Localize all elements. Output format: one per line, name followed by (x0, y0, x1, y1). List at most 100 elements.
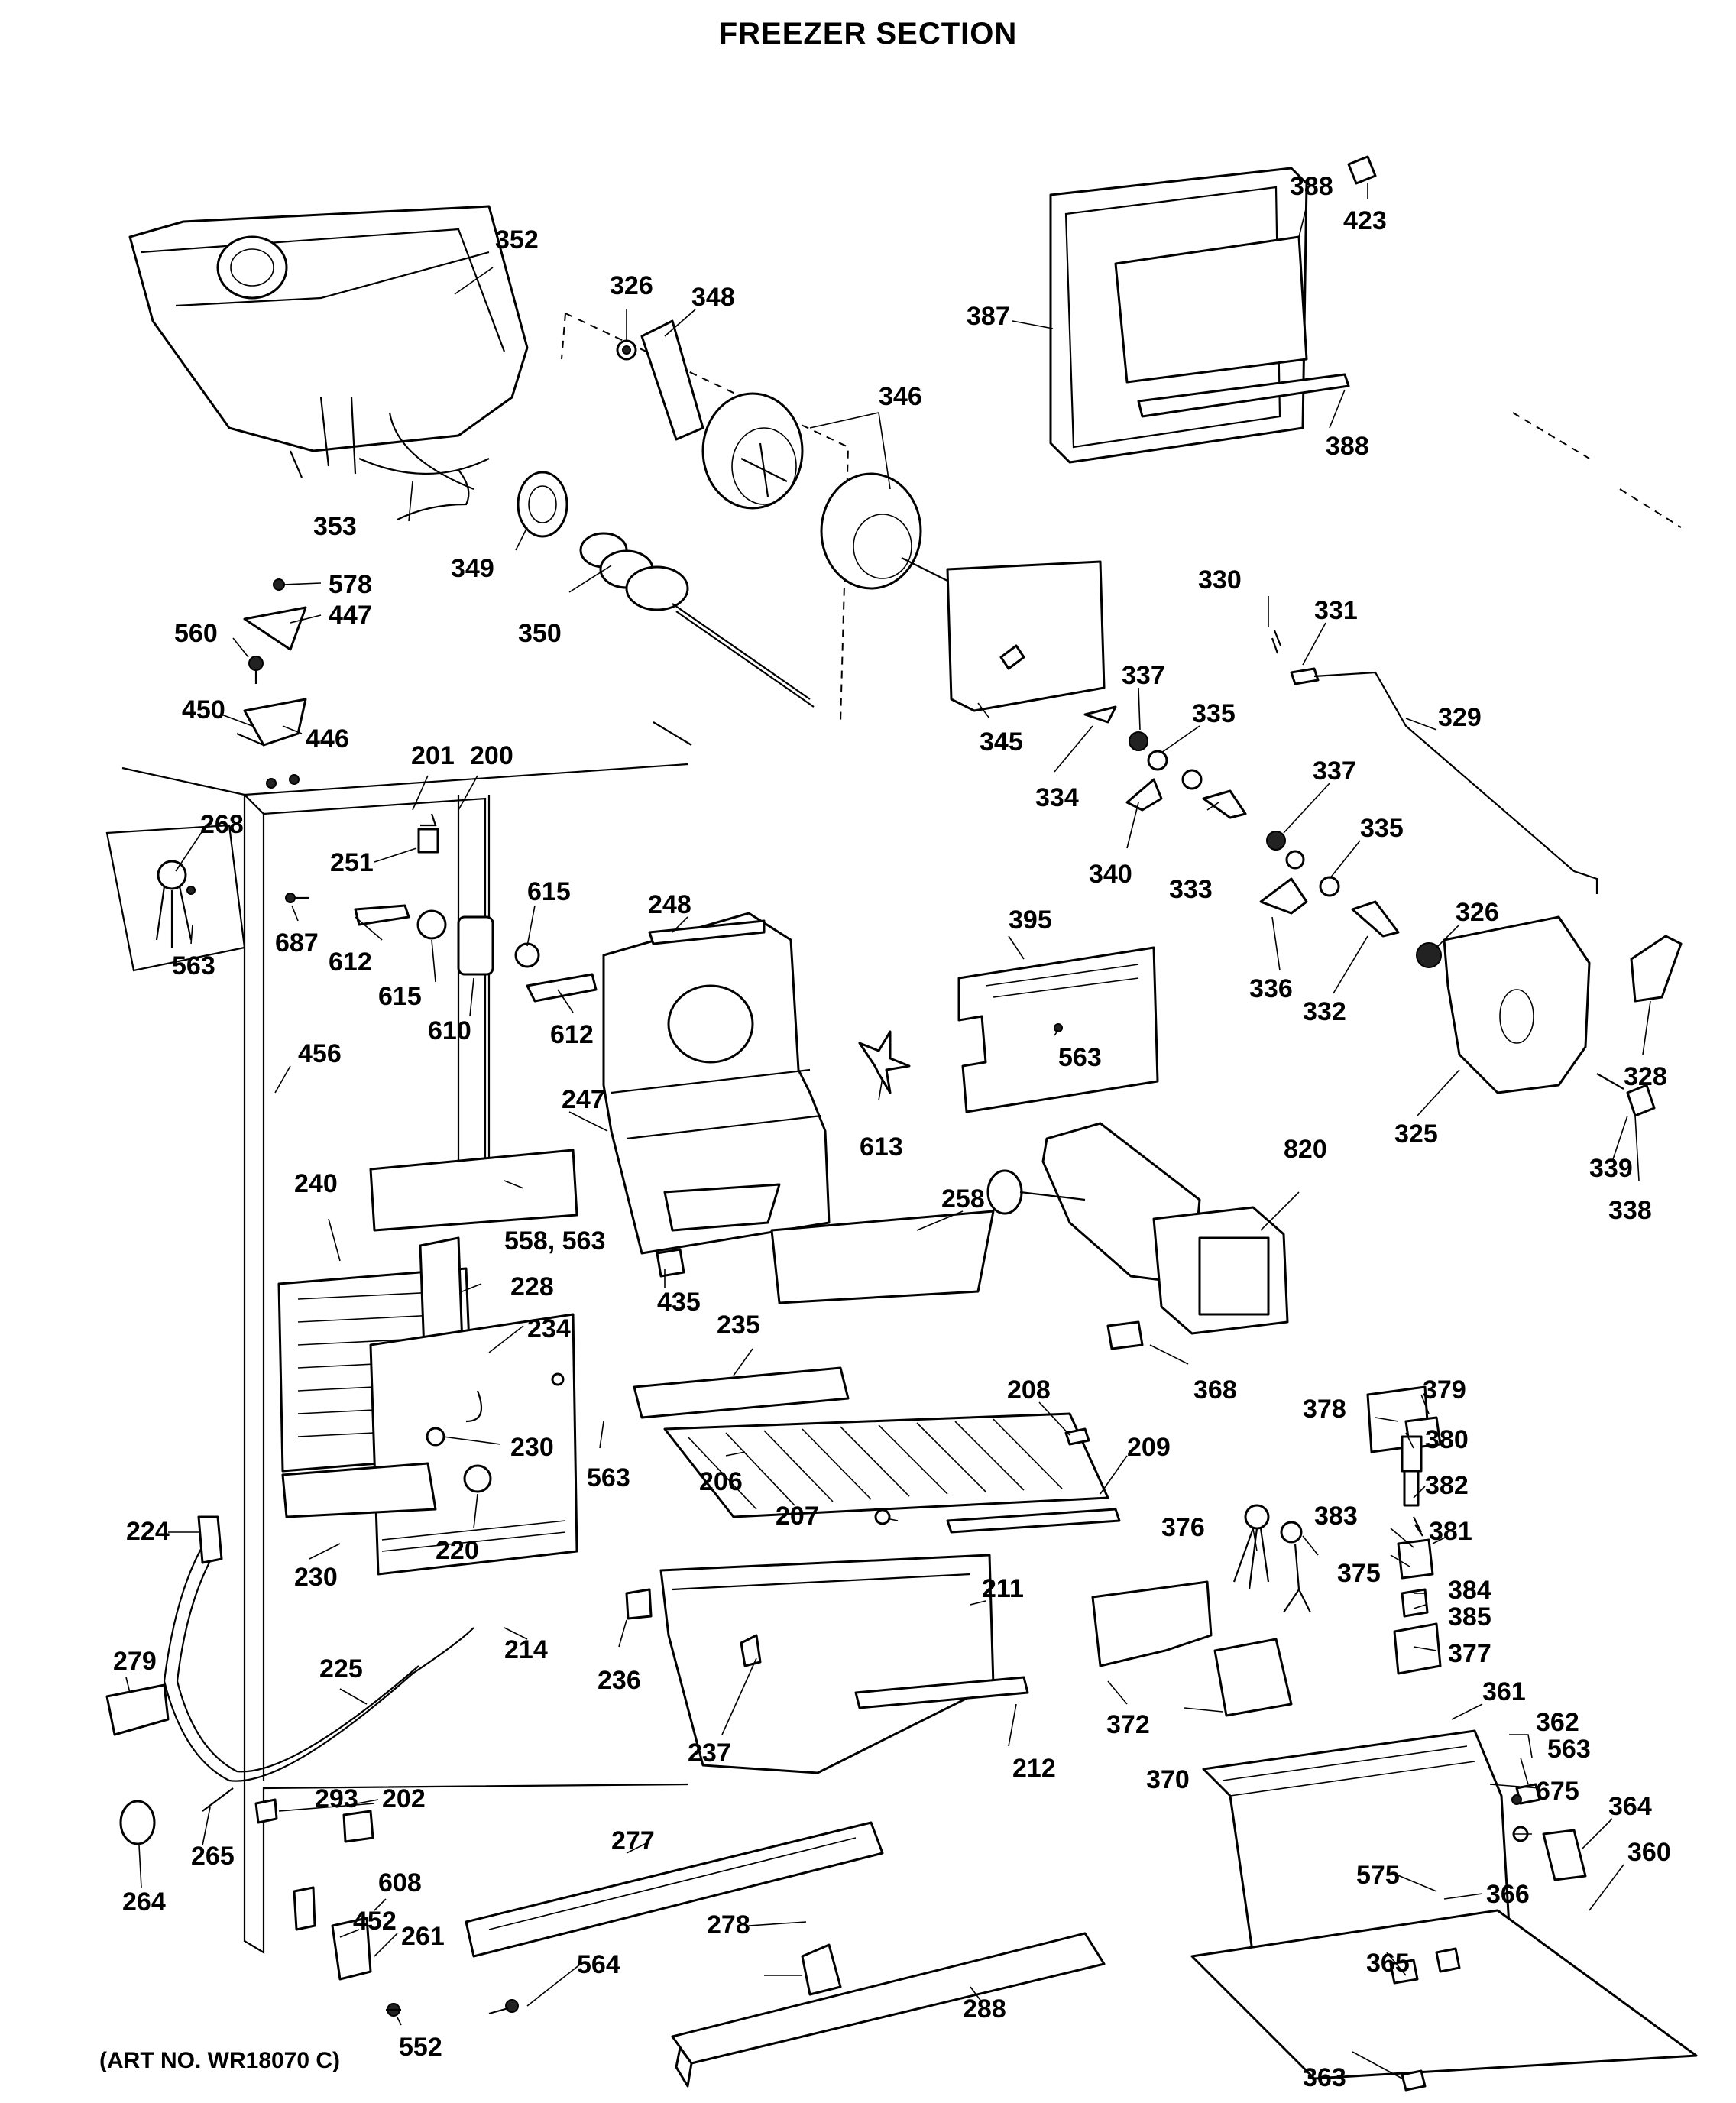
callout-375: 375 (1337, 1559, 1381, 1588)
art-number: (ART NO. WR18070 C) (99, 2048, 341, 2073)
callout-340: 340 (1089, 860, 1132, 889)
callout-228: 228 (510, 1272, 554, 1301)
evaporator-part (277, 1149, 578, 1576)
callout-335: 335 (1360, 814, 1404, 843)
part-number-callouts: 352 326 348 346 387 388 423 388 353 349 … (113, 172, 1671, 2092)
callout-435: 435 (657, 1288, 701, 1317)
callout-230: 230 (510, 1433, 554, 1462)
callout-380: 380 (1425, 1425, 1469, 1454)
callout-258: 258 (941, 1184, 985, 1214)
callout-615: 615 (378, 982, 422, 1011)
callout-247: 247 (562, 1085, 605, 1114)
callout-293: 293 (315, 1784, 358, 1813)
freezer-pan-part (625, 1554, 1029, 1774)
dispenser-door-part (1049, 155, 1377, 464)
callout-452: 452 (353, 1907, 397, 1936)
callout-352: 352 (495, 225, 539, 254)
control-box-part (105, 824, 246, 972)
callout-214: 214 (504, 1635, 548, 1664)
callout-201: 201 (411, 741, 455, 770)
callout-234: 234 (527, 1314, 571, 1343)
callout-450: 450 (182, 695, 225, 724)
callout-558-563: 558, 563 (504, 1226, 605, 1256)
freezer-liner-part (121, 721, 692, 1954)
callout-225: 225 (319, 1654, 363, 1683)
callout-237: 237 (688, 1738, 731, 1768)
callout-363: 363 (1303, 2063, 1346, 2092)
callout-202: 202 (382, 1784, 426, 1813)
shaft-part (397, 469, 470, 520)
callout-279: 279 (113, 1647, 157, 1676)
fill-tube-part (105, 1515, 474, 1782)
callout-248: 248 (648, 890, 691, 919)
callout-346: 346 (879, 382, 922, 411)
callout-251: 251 (330, 848, 374, 877)
callout-268: 268 (200, 810, 244, 839)
callout-560: 560 (174, 619, 218, 648)
callout-350: 350 (518, 619, 562, 648)
callout-381: 381 (1429, 1517, 1472, 1546)
callout-456: 456 (298, 1039, 342, 1068)
callout-552: 552 (399, 2033, 442, 2062)
callout-361: 361 (1482, 1677, 1526, 1706)
leader-lines (125, 183, 1651, 2079)
callout-563: 563 (1058, 1043, 1102, 1072)
callout-261: 261 (401, 1922, 445, 1951)
shelf-part (633, 1210, 1121, 1534)
callout-383: 383 (1314, 1502, 1358, 1531)
callout-329: 329 (1438, 703, 1482, 732)
auger-assembly-part (517, 313, 948, 723)
dispenser-linkage-parts (946, 560, 1683, 1117)
lower-left-parts (119, 1787, 401, 2017)
callout-224: 224 (126, 1517, 170, 1546)
callout-376: 376 (1161, 1513, 1205, 1542)
callout-335: 335 (1192, 699, 1236, 728)
fan-housing-part (602, 912, 831, 1255)
callout-334: 334 (1035, 783, 1079, 812)
callout-563: 563 (587, 1463, 630, 1492)
callout-578: 578 (329, 570, 372, 599)
callout-208: 208 (1007, 1376, 1051, 1405)
ice-bucket-part (128, 205, 529, 491)
callout-230: 230 (294, 1563, 338, 1592)
callout-240: 240 (294, 1169, 338, 1198)
callout-612: 612 (550, 1020, 594, 1049)
callout-612: 612 (329, 948, 372, 977)
callout-326: 326 (1456, 898, 1499, 927)
callout-236: 236 (598, 1666, 641, 1695)
callout-687: 687 (275, 928, 319, 958)
fan-blade-part (858, 1030, 911, 1094)
callout-370: 370 (1146, 1765, 1190, 1794)
callout-385: 385 (1448, 1602, 1491, 1632)
callout-388: 388 (1290, 172, 1333, 201)
clip-part (656, 1248, 685, 1278)
callout-382: 382 (1425, 1471, 1469, 1500)
callout-387: 387 (967, 302, 1010, 331)
dispenser-motor-parts (1091, 1385, 1698, 2092)
evaporator-cover-part (957, 946, 1159, 1113)
callout-331: 331 (1314, 596, 1358, 625)
callout-563: 563 (1547, 1735, 1591, 1764)
callout-235: 235 (717, 1311, 760, 1340)
callout-675: 675 (1536, 1777, 1579, 1806)
callout-353: 353 (313, 512, 357, 541)
callout-337: 337 (1313, 757, 1356, 786)
callout-207: 207 (776, 1502, 819, 1531)
callout-336: 336 (1249, 974, 1293, 1003)
icemaker-part (986, 1122, 1289, 1350)
callout-349: 349 (451, 554, 494, 583)
callout-360: 360 (1628, 1838, 1671, 1867)
callout-575: 575 (1356, 1861, 1400, 1890)
callout-326: 326 (610, 271, 653, 300)
callout-264: 264 (122, 1888, 166, 1917)
callout-563: 563 (172, 951, 215, 980)
callout-333: 333 (1169, 875, 1213, 904)
callout-330: 330 (1198, 565, 1242, 595)
callout-366: 366 (1486, 1880, 1530, 1909)
callout-378: 378 (1303, 1395, 1346, 1424)
callout-338: 338 (1608, 1196, 1652, 1225)
callout-447: 447 (329, 601, 372, 630)
dotted-guide (1512, 412, 1682, 528)
callout-209: 209 (1127, 1433, 1171, 1462)
